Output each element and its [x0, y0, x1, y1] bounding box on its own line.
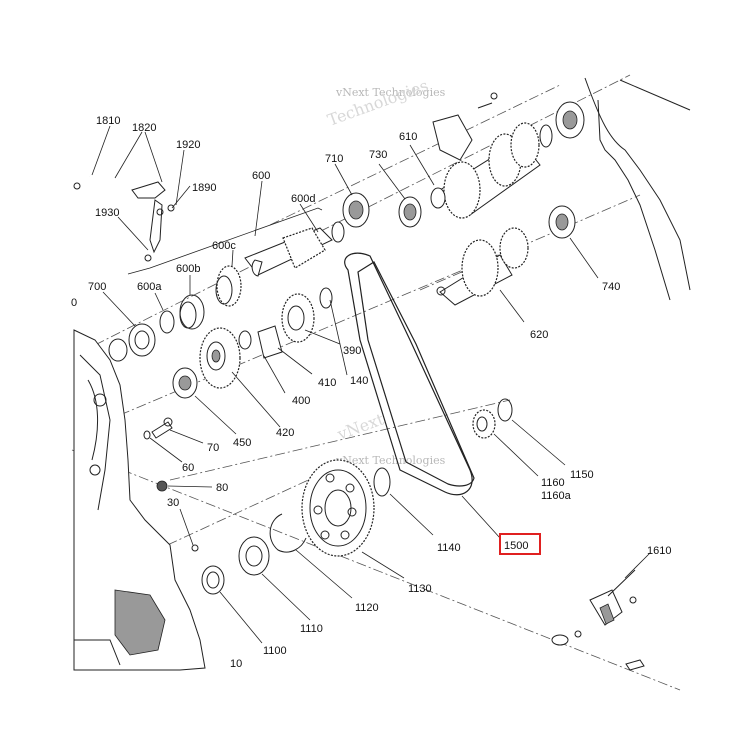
label-1810: 1810: [96, 115, 120, 127]
shift-fork-leaders: [91, 125, 191, 251]
label-410: 410: [318, 377, 336, 389]
label-10: 10: [230, 658, 242, 670]
bolt-70: [151, 417, 173, 439]
highlighted-callout-1500[interactable]: 1500: [499, 533, 541, 555]
leader-lines: [102, 144, 651, 644]
label-710: 710: [325, 153, 343, 165]
label-1930: 1930: [95, 207, 119, 219]
label-1890: 1890: [192, 182, 216, 194]
label-1120: 1120: [355, 602, 379, 614]
group-600-bracket: [127, 180, 323, 275]
seal-1100: [201, 565, 225, 595]
label-80: 80: [216, 482, 228, 494]
bearing-710: [342, 192, 370, 228]
label-1130: 1130: [408, 583, 432, 595]
label-450: 450: [233, 437, 251, 449]
plug-80: [156, 480, 168, 492]
watermark-text-top: vNext Technologies: [335, 86, 446, 99]
label-600: 600: [252, 170, 270, 182]
watermark-diagonal-bottom: vNext: [334, 409, 387, 444]
snap-ring-1120: [269, 513, 307, 553]
bearing-740: [548, 205, 576, 239]
label-420: 420: [276, 427, 294, 439]
label-1500: 1500: [504, 540, 528, 552]
transmission-case-left: [73, 329, 206, 671]
bearing-730: [398, 196, 422, 228]
gear-420: [199, 327, 241, 389]
watermark-text-bottom: vNext Technologies: [335, 454, 446, 467]
label-1100: 1100: [263, 645, 287, 657]
small-bolt-top: [477, 92, 498, 109]
label-620: 620: [530, 329, 548, 341]
bearing-upper-right: [539, 101, 585, 148]
ring-600a: [159, 310, 175, 334]
bearing-700: [108, 323, 156, 362]
ring-600b: [179, 294, 205, 330]
axis-lines: [71, 74, 681, 691]
sleeve-410: [238, 325, 283, 359]
watermark-diagonal-top: Technologies: [325, 76, 431, 130]
label-30: 30: [167, 497, 179, 509]
label-600d: 600d: [291, 193, 315, 205]
pin-60: [143, 430, 151, 440]
label-400: 400: [292, 395, 310, 407]
label-60: 60: [182, 462, 194, 474]
snap-ring-1150: [497, 398, 513, 422]
label-740: 740: [602, 281, 620, 293]
speed-sensor-1610: [551, 569, 645, 671]
label-70: 70: [207, 442, 219, 454]
bearing-1110: [238, 536, 270, 576]
label-1140: 1140: [437, 542, 461, 554]
sprocket-1130: [301, 459, 375, 557]
label-390: 390: [343, 345, 361, 357]
output-shaft-610: [430, 114, 541, 219]
highlight-box: [499, 533, 541, 555]
label-600c: 600c: [212, 240, 236, 252]
label-730: 730: [369, 149, 387, 161]
label-0: 0: [71, 297, 77, 309]
ring-1140: [373, 467, 391, 497]
label-1920: 1920: [176, 139, 200, 151]
gear-390: [281, 287, 333, 343]
label-1160a: 1160a: [541, 490, 572, 502]
bearing-450: [172, 367, 198, 399]
label-1610: 1610: [647, 545, 671, 557]
drive-chain-1500: [344, 252, 475, 496]
gear-600c: [215, 265, 242, 307]
washer-30: [191, 544, 199, 552]
label-1110: 1110: [300, 623, 323, 635]
label-1150: 1150: [570, 469, 594, 481]
label-600b: 600b: [176, 263, 200, 275]
input-shaft-600: [244, 221, 345, 277]
label-1160: 1160: [541, 477, 565, 489]
countershaft-620: [436, 227, 529, 306]
part-labels: 1810 1820 1920 1890 1930 600 600d 600c 6…: [71, 115, 671, 670]
label-1820: 1820: [132, 122, 156, 134]
label-610: 610: [399, 131, 417, 143]
label-700: 700: [88, 281, 106, 293]
label-140: 140: [350, 375, 368, 387]
housing-outline: [584, 77, 691, 301]
shift-fork-assembly: [73, 174, 175, 262]
ring-1160: [472, 409, 496, 439]
label-600a: 600a: [137, 281, 162, 293]
